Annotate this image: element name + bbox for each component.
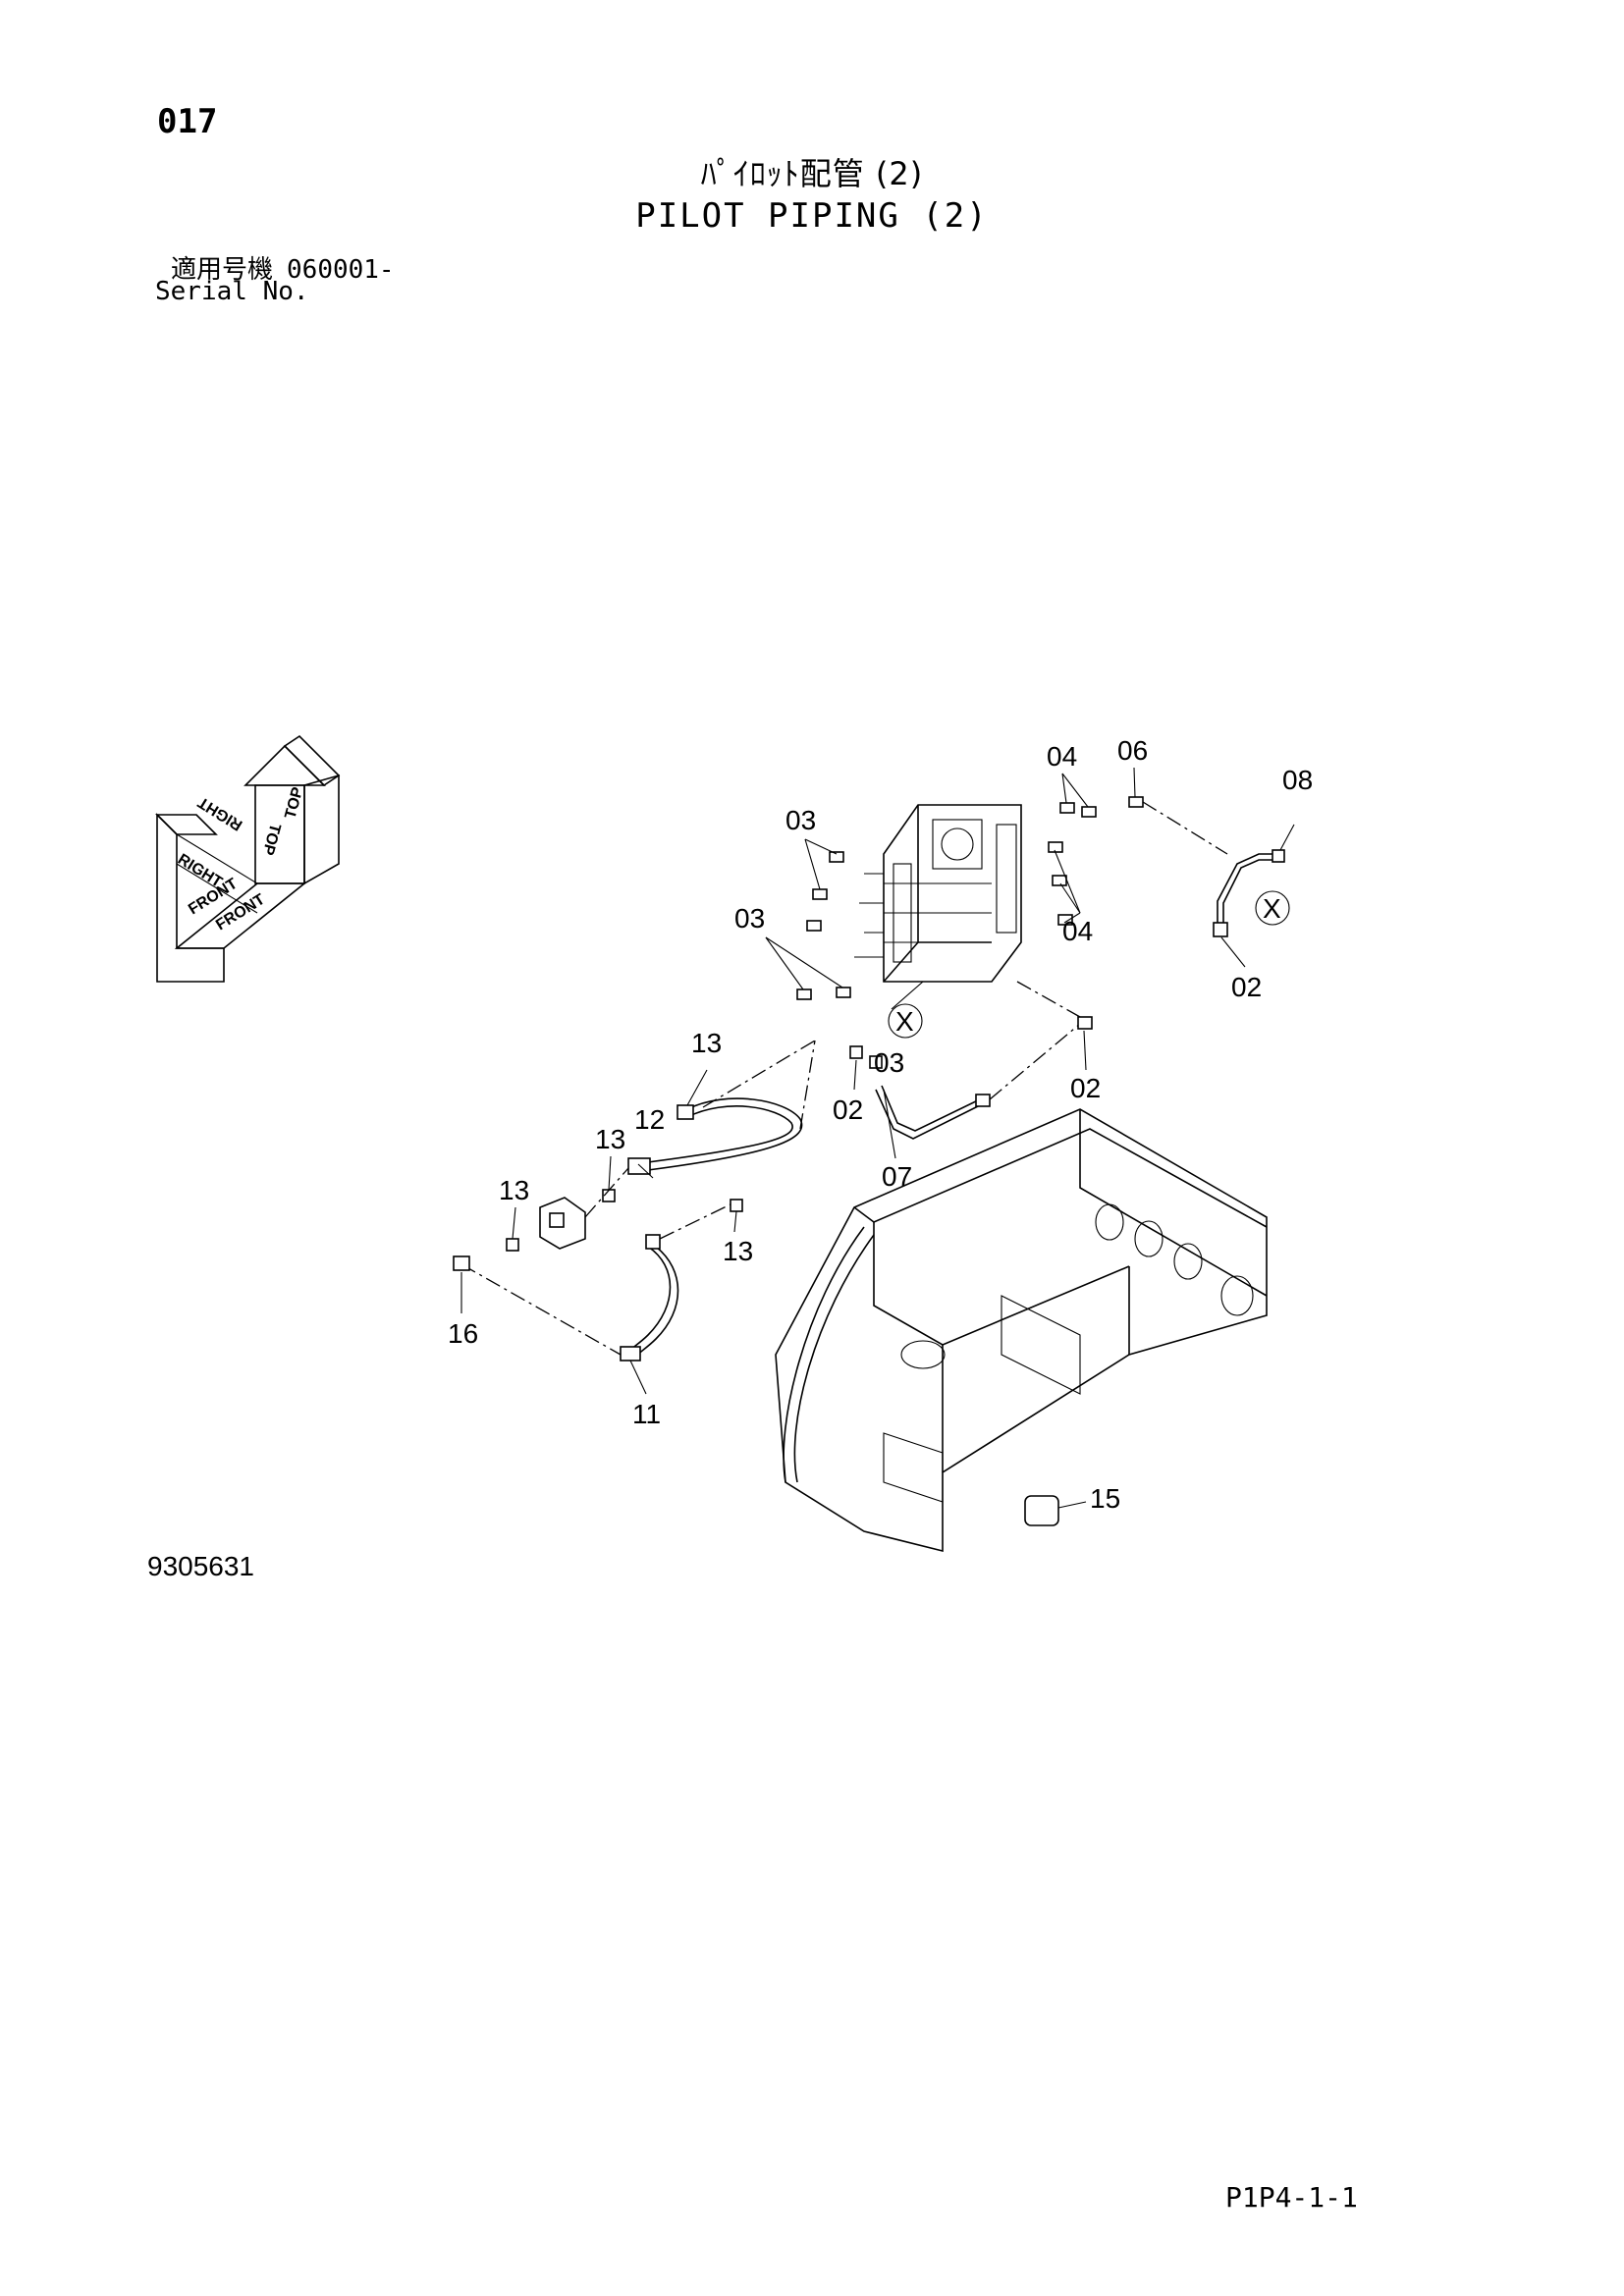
orient-top-mirror-label: TOP bbox=[259, 822, 284, 857]
pilot-hose-12 bbox=[627, 1040, 816, 1175]
frame-structure bbox=[775, 1108, 1268, 1553]
pilot-pipe-07 bbox=[849, 981, 1093, 1140]
orient-right-mirror-label: RIGHT bbox=[195, 793, 245, 833]
serial-label-english: Serial No. bbox=[155, 277, 309, 306]
valve-fittings bbox=[796, 796, 1144, 1000]
pilot-hose-11 bbox=[460, 1199, 743, 1362]
callout-13-c: 13 bbox=[499, 1175, 529, 1205]
fitting-block bbox=[453, 1167, 629, 1271]
callout-16: 16 bbox=[448, 1318, 478, 1349]
page-title-english: PILOT PIPING (2) bbox=[635, 196, 989, 236]
callout-15: 15 bbox=[1090, 1483, 1120, 1514]
leader-lines bbox=[460, 767, 1295, 1509]
serial-number-value: 060001- bbox=[287, 255, 395, 285]
page-title-japanese: ﾊﾟｲﾛｯﾄ配管 (2) bbox=[700, 155, 924, 192]
callout-13-a: 13 bbox=[691, 1028, 722, 1058]
callout-labels: 03 03 03 04 04 06 08 02 02 02 07 13 12 1… bbox=[448, 735, 1313, 1514]
callout-06: 06 bbox=[1117, 735, 1148, 766]
serial-label-japanese: 適用号機 060001- bbox=[171, 249, 395, 286]
view-x-markers: X X bbox=[888, 890, 1290, 1039]
page-number: 017 bbox=[157, 102, 218, 141]
callout-02-right: 02 bbox=[1231, 972, 1262, 1002]
pilot-pipe-08 bbox=[1142, 801, 1285, 937]
x-marker-1: X bbox=[1263, 893, 1281, 924]
orientation-indicator: TOP TOP RIGHT RIGHT FRONT FRONT bbox=[155, 734, 341, 983]
callout-03-left: 03 bbox=[734, 903, 765, 934]
x-marker-2: X bbox=[895, 1006, 914, 1037]
callout-13-b: 13 bbox=[595, 1124, 625, 1154]
serial-label-jp-text: 適用号機 bbox=[171, 255, 274, 285]
callout-11: 11 bbox=[632, 1399, 661, 1429]
callout-13-d: 13 bbox=[723, 1236, 753, 1266]
control-valve bbox=[854, 804, 1022, 983]
figure-id: 9305631 bbox=[147, 1551, 255, 1581]
callout-04-top: 04 bbox=[1047, 741, 1077, 772]
orient-top-label: TOP bbox=[282, 785, 306, 821]
callout-07: 07 bbox=[882, 1161, 912, 1192]
sheet-reference: P1P4-1-1 bbox=[1225, 2181, 1358, 2214]
callout-02-mid-right: 02 bbox=[1070, 1073, 1101, 1103]
callout-03-top: 03 bbox=[785, 805, 816, 835]
callout-03-mid: 03 bbox=[874, 1047, 904, 1078]
callout-12: 12 bbox=[634, 1104, 665, 1135]
callout-04-right: 04 bbox=[1062, 916, 1093, 946]
callout-02-mid-left: 02 bbox=[833, 1095, 863, 1125]
callout-08: 08 bbox=[1282, 765, 1313, 795]
